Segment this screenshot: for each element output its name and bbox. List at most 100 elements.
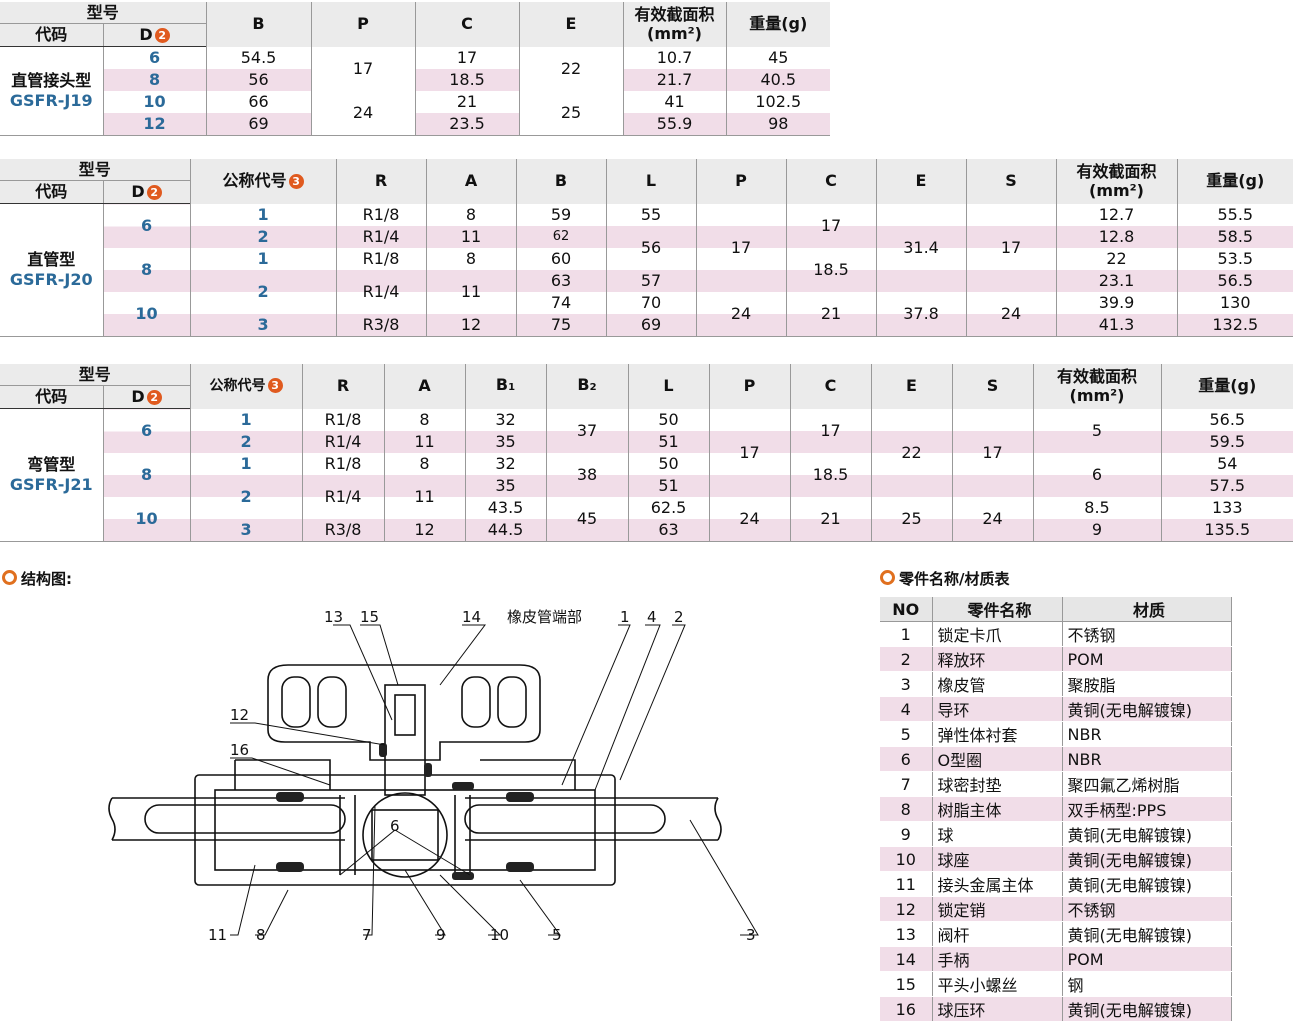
part-name: 球 bbox=[932, 821, 1063, 847]
d-value: 8 bbox=[103, 69, 207, 91]
header-s: S bbox=[965, 159, 1057, 204]
label-5: 5 bbox=[552, 926, 562, 944]
a-value: 11 bbox=[425, 269, 517, 314]
header-d-label: D bbox=[139, 25, 153, 44]
label-8: 8 bbox=[256, 926, 266, 944]
circle-bullet-icon bbox=[880, 570, 895, 585]
l-value: 57 bbox=[605, 269, 697, 292]
note-badge-3: 3 bbox=[267, 378, 283, 394]
p-value: 24 bbox=[708, 496, 791, 542]
area-value: 10.7 bbox=[622, 46, 727, 69]
part-no: 8 bbox=[880, 796, 933, 822]
leader-8 bbox=[255, 889, 289, 936]
c-value: 17 bbox=[789, 408, 872, 453]
d-value: 10 bbox=[103, 496, 191, 542]
weight-value: 98 bbox=[725, 113, 831, 136]
part-name: 树脂主体 bbox=[932, 796, 1063, 822]
o-ring-7 bbox=[379, 743, 387, 757]
label-12: 12 bbox=[230, 706, 249, 724]
circle-bullet-icon bbox=[2, 570, 17, 585]
handle bbox=[267, 664, 541, 761]
area-value: 5 bbox=[1032, 408, 1162, 453]
part-no: 13 bbox=[880, 921, 933, 947]
header-c: C bbox=[414, 2, 520, 47]
d-value: 10 bbox=[103, 291, 191, 337]
header-area-label: 有效截面积 bbox=[634, 5, 715, 25]
r-value: R1/4 bbox=[301, 474, 385, 519]
o-ring-8 bbox=[424, 763, 432, 777]
nominal-value: 2 bbox=[189, 474, 303, 519]
structure-section-title: 结构图: bbox=[2, 568, 72, 589]
a-value: 12 bbox=[425, 313, 517, 337]
o-ring-2 bbox=[506, 792, 534, 802]
p-value: 24 bbox=[310, 91, 416, 136]
label-6: 6 bbox=[390, 817, 400, 835]
part-material: NBR bbox=[1062, 721, 1232, 747]
nominal-value: 1 bbox=[189, 452, 303, 475]
part-material: 钢 bbox=[1062, 971, 1232, 997]
s-value: 24 bbox=[965, 291, 1057, 337]
leader-6 bbox=[339, 829, 471, 876]
d-value: 8 bbox=[103, 452, 191, 497]
b1-value: 32 bbox=[464, 452, 547, 475]
note-badge-2: 2 bbox=[146, 185, 162, 200]
leader-12 bbox=[230, 722, 386, 746]
leader-11 bbox=[230, 864, 256, 936]
r-value: R1/4 bbox=[335, 269, 427, 314]
product-code-id: GSFR-J21 bbox=[9, 474, 93, 494]
b-value: 59 bbox=[515, 203, 607, 226]
c-value: 18.5 bbox=[789, 452, 872, 497]
part-material: NBR bbox=[1062, 746, 1232, 772]
note-badge-3: 3 bbox=[288, 174, 304, 190]
tube-break-left bbox=[108, 797, 116, 841]
header-s: S bbox=[951, 364, 1034, 409]
label-4: 4 bbox=[647, 608, 657, 626]
area-value: 9 bbox=[1032, 518, 1162, 542]
a-value: 8 bbox=[425, 247, 517, 270]
r-value: R1/8 bbox=[335, 247, 427, 270]
product-code-id: GSFR-J19 bbox=[9, 91, 93, 110]
d-value: 12 bbox=[103, 113, 207, 136]
part-no: 12 bbox=[880, 896, 933, 922]
s-value: 17 bbox=[965, 203, 1057, 292]
label-16: 16 bbox=[230, 741, 249, 759]
o-ring-3 bbox=[276, 862, 304, 872]
area-value: 12.8 bbox=[1055, 225, 1178, 248]
part-material: 黄铜(无电解镀镍) bbox=[1062, 996, 1232, 1022]
header-code: 代码 bbox=[0, 385, 104, 409]
r-value: R1/4 bbox=[335, 225, 427, 248]
header-l: L bbox=[627, 364, 710, 409]
nominal-value: 1 bbox=[189, 203, 337, 226]
r-value: R1/8 bbox=[301, 408, 385, 431]
r-value: R3/8 bbox=[301, 518, 385, 542]
b1-value: 32 bbox=[464, 408, 547, 431]
area-value: 41 bbox=[622, 91, 727, 113]
e-value: 22 bbox=[870, 408, 953, 497]
c-value: 21 bbox=[785, 291, 877, 337]
part-material: 黄铜(无电解镀镍) bbox=[1062, 921, 1232, 947]
header-b1-sub: 1 bbox=[508, 381, 516, 393]
part-name: 阀杆 bbox=[932, 921, 1063, 947]
part-name: 锁定卡爪 bbox=[932, 621, 1063, 647]
product-type-name: 直管型 bbox=[27, 249, 76, 269]
l-value: 69 bbox=[605, 313, 697, 337]
part-no: 3 bbox=[880, 671, 933, 697]
ball-seat-right bbox=[454, 795, 471, 875]
nominal-value: 1 bbox=[189, 408, 303, 431]
product-code: 直管接头型 GSFR-J19 bbox=[0, 46, 104, 136]
l-value: 51 bbox=[627, 430, 710, 453]
handle-grip-1 bbox=[281, 676, 311, 728]
valve-stem bbox=[384, 684, 426, 796]
header-model: 型号 bbox=[0, 2, 207, 24]
label-rubber-end: 橡皮管端部 bbox=[507, 608, 582, 626]
header-p: P bbox=[695, 159, 787, 204]
b2-value: 38 bbox=[545, 452, 629, 497]
b-value: 54.5 bbox=[205, 46, 312, 69]
